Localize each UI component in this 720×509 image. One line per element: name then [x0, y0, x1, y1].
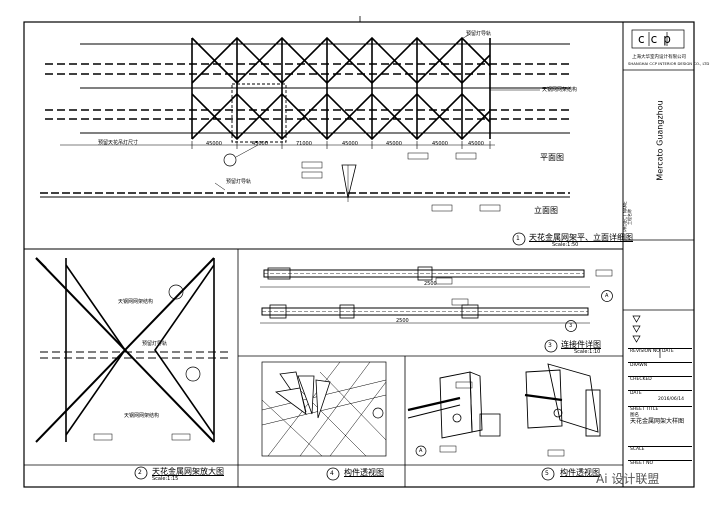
detail-5-title: 构件透视图 — [560, 468, 600, 477]
drawn-row: DRAWN — [628, 362, 692, 369]
elevation-label: 立面图 — [534, 206, 558, 215]
dim-1: 45000 — [206, 141, 222, 147]
plan-label: 平面图 — [540, 153, 564, 162]
watermark: Ai 设计联盟 — [596, 472, 660, 486]
d3-dim-top: 2500 — [424, 281, 437, 287]
project-title: Mercato Guangzhou — [655, 100, 665, 181]
view-1-index: 1 — [516, 235, 520, 242]
detail-3-title: 连接件详图 — [561, 340, 601, 349]
company-logo: ccp — [638, 32, 677, 46]
detail-4-drawing — [261, 361, 387, 457]
note-elev: 预留灯导轨 — [226, 179, 252, 185]
dim-2: 45000 — [252, 141, 268, 147]
view-1-scale: Scale:1:50 — [552, 242, 579, 248]
plan-view — [45, 33, 570, 167]
detail-4-index: 4 — [330, 470, 334, 477]
note-right: 天钢网网架结构 — [542, 87, 578, 93]
detail-2-drawing — [35, 257, 232, 443]
detail-2-index: 2 — [138, 469, 142, 476]
dim-7: 45000 — [468, 141, 484, 147]
detail-5-index: 5 — [545, 470, 549, 477]
note-left: 预留天花吊灯尺寸 — [98, 140, 139, 146]
d2-note2: 预留灯导轨 — [142, 341, 168, 347]
d2-note1: 天钢网网架结构 — [118, 299, 154, 305]
d3-dim-bottom: 2500 — [396, 318, 409, 324]
view-1-title: 天花金属网架平、立面详细图 — [529, 233, 633, 242]
dim-4: 45000 — [342, 141, 358, 147]
d5-marker-a: A — [419, 448, 423, 454]
dim-3: 71000 — [296, 141, 312, 147]
detail-3-index: 3 — [548, 342, 552, 349]
detail-5-drawing — [407, 363, 601, 457]
detail-2-title: 天花金属网架放大图 — [152, 467, 224, 476]
checked-row: CHECKED — [628, 376, 692, 383]
d2-note3: 天钢网网架结构 — [124, 413, 160, 419]
dim-5: 45000 — [386, 141, 402, 147]
note-top: 预留灯导轨 — [466, 31, 492, 37]
d3-marker-a: A — [605, 293, 609, 299]
d3-marker-3: 3 — [569, 323, 573, 329]
detail-2-scale: Scale:1:15 — [152, 476, 179, 482]
company-name-en: SHANGHAI CCP INTERIOR DESIGN CO., LTD — [628, 61, 710, 66]
elevation-view — [40, 161, 570, 212]
dim-6: 45000 — [432, 141, 448, 147]
detail-3-scale: Scale:1:10 — [574, 349, 601, 355]
sheet-no-row: SHEET NO — [628, 460, 692, 467]
company-name: 上海大华室内设计有限公司 — [632, 55, 686, 60]
scale-row: SCALE — [628, 446, 692, 453]
project-name-cn: 工程名称 — [627, 209, 632, 225]
detail-3-drawing — [260, 266, 613, 332]
detail-4-title: 构件透视图 — [344, 468, 384, 477]
